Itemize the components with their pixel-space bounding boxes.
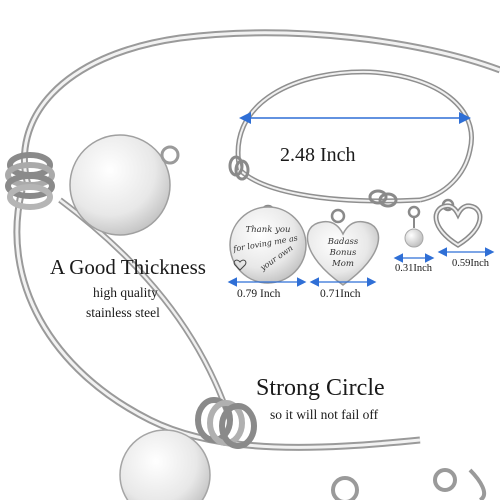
- strong-circle-subtitle: so it will not fail off: [270, 407, 379, 422]
- pearl-dimension-label: 0.31Inch: [395, 263, 433, 274]
- width-dimension-label: 2.48 Inch: [280, 144, 356, 166]
- blank-disc-charm: [69, 134, 180, 236]
- heart-charm-dimension-label: 0.71Inch: [320, 288, 361, 300]
- small-bangle: [228, 69, 474, 208]
- round-charm-line-1: Thank you: [246, 225, 291, 235]
- pearl-charm: [404, 217, 424, 248]
- round-charm-dimension-label: 0.79 Inch: [237, 288, 281, 300]
- strong-circle-title: Strong Circle: [256, 375, 385, 401]
- left-coil: [5, 152, 55, 210]
- bottom-right-rings: [331, 468, 487, 500]
- charm-dimension-arrows: [227, 247, 495, 287]
- open-heart-charm: [433, 203, 483, 248]
- open-heart-dimension-label: 0.59Inch: [452, 258, 490, 269]
- round-engraved-charm: Thank you for loving me as your own: [229, 206, 307, 284]
- heart-engraved-charm: Badass Bonus Mom: [306, 220, 380, 286]
- thickness-subtitle-1: high quality: [93, 285, 158, 300]
- heart-charm-line-1: Badass: [327, 237, 359, 247]
- bottom-coil: [195, 397, 257, 449]
- small-heart-engraving-icon: [233, 259, 247, 271]
- heart-charm-line-3: Mom: [331, 259, 354, 269]
- partial-disc-bottom: [119, 429, 211, 500]
- thickness-title: A Good Thickness: [50, 255, 206, 279]
- heart-charm-line-2: Bonus: [329, 248, 357, 258]
- thickness-subtitle-2: stainless steel: [86, 305, 160, 320]
